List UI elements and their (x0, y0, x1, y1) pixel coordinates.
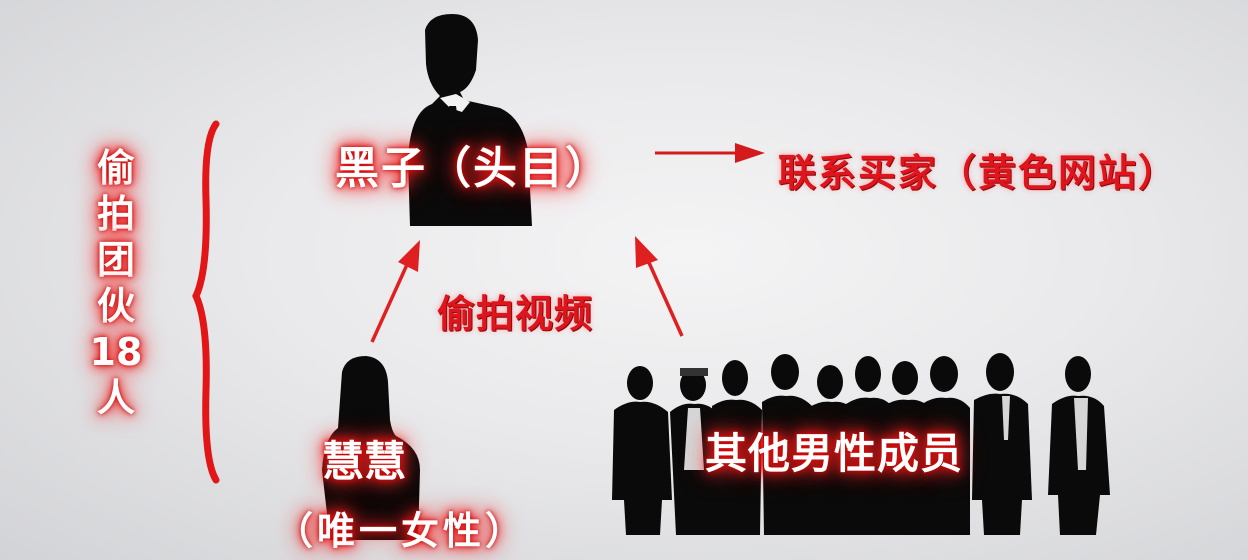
group-size-label: 偷 拍 团 伙 18 人 (86, 145, 146, 421)
video-flow-label: 偷拍视频 (437, 292, 594, 336)
female-silhouette-icon (322, 356, 420, 540)
group-label-char: 伙 (96, 284, 135, 328)
man-1 (612, 366, 672, 535)
leader-silhouette-icon (408, 14, 532, 226)
man-5 (808, 365, 856, 535)
leader-label: 黑子（头目） (335, 143, 611, 194)
male-group-silhouette-icon (612, 353, 1110, 535)
man-9 (972, 353, 1032, 535)
arrow-right-icon (655, 143, 765, 163)
male-members-label: 其他男性成员 (705, 429, 964, 478)
female-member-name: 慧慧 (322, 437, 407, 486)
group-label-char: 团 (96, 238, 135, 282)
man-4 (762, 354, 812, 535)
female-member-note: （唯一女性） (275, 509, 528, 553)
curly-brace-icon (192, 120, 220, 484)
man-7 (884, 361, 932, 535)
group-label-char: 拍 (96, 192, 135, 236)
arrow-up-left-icon (370, 240, 420, 343)
group-label-char: 偷 (96, 146, 135, 190)
buyer-label: 联系买家（黄色网站） (778, 151, 1179, 195)
shirt-highlights (684, 396, 1088, 470)
man-3 (712, 360, 762, 535)
man-6 (846, 356, 894, 535)
man-8 (922, 356, 970, 535)
group-label-char: 人 (96, 376, 135, 420)
arrow-up-right-icon (635, 236, 684, 337)
group-label-char: 18 (89, 330, 143, 374)
